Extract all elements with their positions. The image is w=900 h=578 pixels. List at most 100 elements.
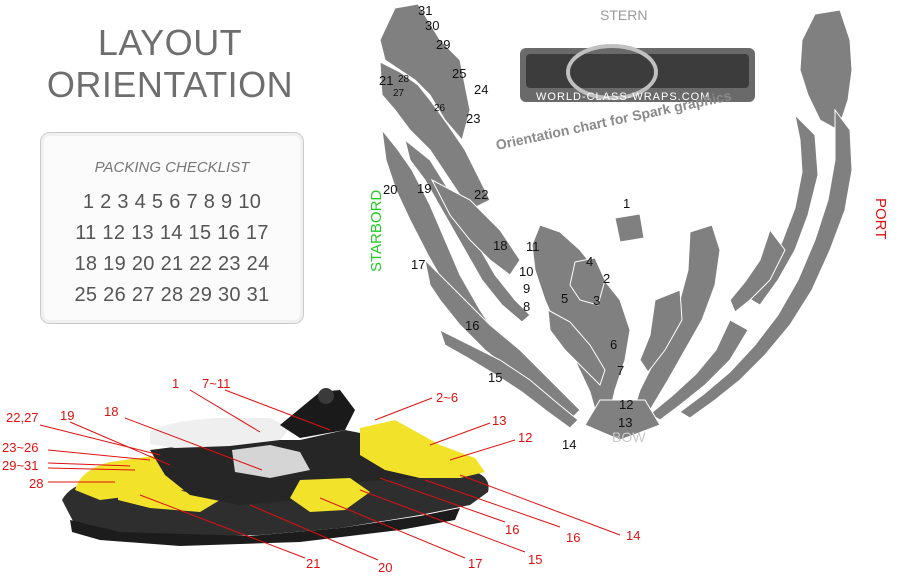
ski-windshield	[280, 390, 355, 438]
template-label-20: 20	[383, 182, 397, 197]
template-label-25: 25	[452, 66, 466, 81]
template-label-10: 10	[519, 264, 533, 279]
checklist-row-2: 11 12 13 14 15 16 17	[75, 222, 269, 244]
callout-line-1	[189, 389, 261, 433]
callout-label-2-6: 2~6	[436, 390, 458, 405]
panel-left-center-strip	[547, 309, 606, 386]
callout-line-14	[459, 474, 621, 536]
callout-line-12	[449, 439, 516, 461]
callout-line-16b	[379, 477, 506, 523]
panel-right-mid	[729, 228, 786, 313]
panel-2-3	[569, 257, 606, 306]
brand-logo: WORLD-CLASS-WRAPS.COM	[520, 44, 755, 103]
template-label-13: 13	[618, 415, 632, 430]
callout-line-19	[69, 421, 171, 466]
callout-line-29-31a	[47, 462, 131, 467]
template-label-21: 21	[379, 73, 393, 88]
template-label-19: 19	[417, 181, 431, 196]
callout-line-13	[429, 422, 491, 446]
callout-label-16b: 16	[505, 522, 519, 537]
checklist-row-3: 18 19 20 21 22 23 24	[74, 253, 270, 275]
template-label-23: 23	[466, 111, 480, 126]
title-line-2: ORIENTATION	[46, 64, 294, 105]
panel-right-bottom	[649, 319, 749, 421]
template-label-9: 9	[523, 281, 530, 296]
jet-ski-illustration	[62, 388, 489, 546]
panel-stern-right	[799, 9, 853, 131]
template-label-2: 2	[603, 271, 610, 286]
callout-line-17	[319, 497, 466, 559]
ski-mid-yellow	[290, 478, 370, 512]
callout-line-18	[124, 417, 263, 471]
callout-line-23-26	[47, 449, 151, 461]
template-numbers: 31 30 29 28 27 26 25 24 23 22 21 20 19 1…	[379, 3, 633, 452]
callout-label-29-31: 29~31	[2, 458, 39, 473]
template-panels	[379, 3, 853, 441]
port-label: PORT	[872, 198, 889, 239]
ski-handlebar-grip	[318, 388, 334, 404]
panel-right-side-inner	[747, 113, 819, 306]
callout-line-29-31b	[47, 467, 136, 471]
template-label-3: 3	[593, 293, 600, 308]
starboard-label: STARBORD	[368, 190, 385, 272]
callout-label-1: 1	[172, 376, 179, 391]
template-label-1: 1	[623, 196, 630, 211]
callout-label-18: 18	[104, 404, 118, 419]
template-label-22: 22	[474, 187, 488, 202]
callout-label-13: 13	[492, 413, 506, 428]
template-label-6: 6	[610, 337, 617, 352]
template-label-17: 17	[411, 257, 425, 272]
template-label-7: 7	[617, 363, 624, 378]
checklist-title: PACKING CHECKLIST	[94, 159, 250, 176]
template-label-5: 5	[561, 291, 568, 306]
template-label-27: 27	[393, 88, 405, 99]
brand-text: WORLD-CLASS-WRAPS.COM	[536, 91, 710, 103]
panel-1	[614, 213, 645, 243]
title-line-1: LAYOUT	[97, 22, 243, 63]
callout-label-15: 15	[528, 552, 542, 567]
template-label-8: 8	[523, 299, 530, 314]
callout-line-15	[359, 489, 526, 553]
template-label-28: 28	[398, 74, 410, 85]
template-label-18: 18	[493, 238, 507, 253]
packing-checklist: PACKING CHECKLIST 1 2 3 4 5 6 7 8 9 10 1…	[40, 132, 304, 324]
panel-stern-left-lower	[379, 61, 491, 211]
template-label-16: 16	[465, 318, 479, 333]
callout-line-20	[249, 504, 379, 561]
template-label-24: 24	[474, 82, 488, 97]
panel-right-side-outer	[679, 108, 853, 419]
ski-hull-lower	[70, 508, 460, 546]
template-label-15: 15	[488, 370, 502, 385]
panel-left-low-strip	[439, 329, 579, 429]
callout-line-16a	[424, 479, 561, 528]
callout-line-2-6	[374, 397, 433, 421]
checklist-row-1: 1 2 3 4 5 6 7 8 9 10	[82, 191, 262, 213]
panel-bow-tip	[584, 399, 661, 441]
callout-label-22-27: 22,27	[6, 410, 39, 425]
callout-line-22-27	[39, 424, 161, 456]
callout-labels: 1 7~11 2~6 18 19 22,27 23~26 29~31 28 13…	[2, 376, 640, 575]
template-label-12: 12	[619, 397, 633, 412]
callout-label-16a: 16	[566, 530, 580, 545]
panel-right-center-strip	[639, 289, 683, 373]
callout-label-12: 12	[518, 430, 532, 445]
callout-label-17: 17	[468, 556, 482, 571]
template-label-26: 26	[434, 103, 446, 114]
template-label-4: 4	[586, 254, 593, 269]
callout-label-23-26: 23~26	[2, 440, 39, 455]
ski-pad	[232, 445, 310, 478]
template-label-30: 30	[425, 18, 439, 33]
template-label-31: 31	[418, 3, 432, 18]
template-label-11: 11	[526, 239, 540, 254]
callout-label-14: 14	[626, 528, 640, 543]
callout-line-7-11	[224, 389, 331, 431]
template-label-29: 29	[436, 37, 450, 52]
callout-label-21: 21	[306, 556, 320, 571]
callout-line-21	[139, 494, 306, 559]
callout-label-19: 19	[60, 408, 74, 423]
ski-front-yellow	[360, 420, 485, 478]
stern-label: STERN	[600, 7, 647, 23]
page-title: LAYOUT ORIENTATION	[30, 22, 310, 106]
bow-label: BOW	[612, 429, 646, 445]
